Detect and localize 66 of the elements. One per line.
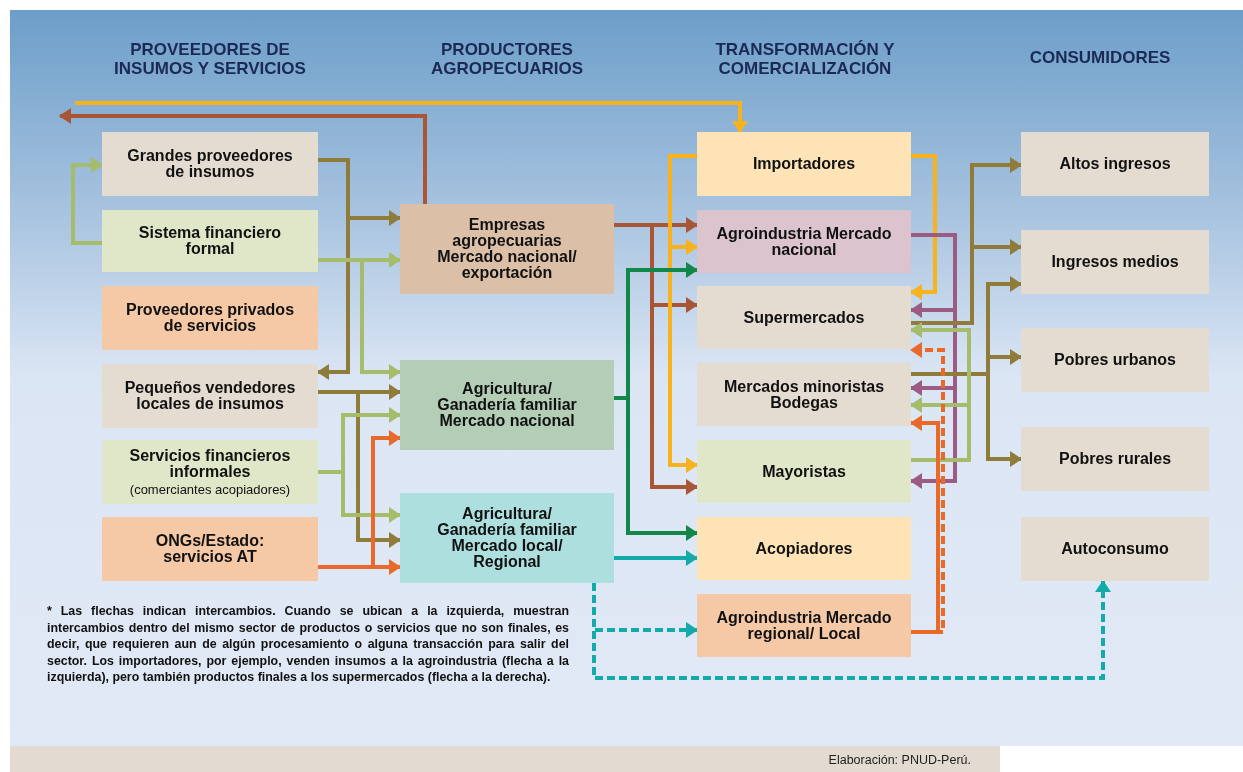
process-box [1021,230,1209,294]
process-box [697,132,911,196]
arrow [592,580,1111,680]
node-label: Mercados minoristas Bodegas [722,378,886,411]
arrow [910,342,945,634]
process-box [697,440,911,503]
arrow [318,470,401,523]
source-credit: Elaboración: PNUD-Perú. [828,753,971,767]
node-label: Mayoristas [762,463,846,480]
node-label: Proveedores privados de servicios [124,302,296,334]
process-box [697,286,911,349]
process-box [102,440,318,504]
arrow [910,154,937,300]
node-label: Acopiadores [755,540,853,557]
node-label: Agroindustria Mercado regional/ Local [715,609,893,642]
process-box [102,517,318,581]
process-box [1021,328,1209,392]
footnote: * Las flechas indican intercambios. Cuando se ubican a la izquierda, muestran intercambios dentro del mismo sector de productos o servicios que no son finales, es decir, que requieren aun de algún procesamiento o alguna transacción para salir del sector. Los importadores, por ejemplo, venden insumos a la agroindustria (flecha a la izquierda), pero también productos finales a los supermercados (flecha a la derecha). [47,603,569,686]
arrow [910,233,957,489]
arrow [911,239,1022,325]
node-label: Ingresos medios [1051,254,1179,270]
arrow [614,550,698,566]
process-box [400,493,614,583]
node-label: Agricultura/ Ganadería familiar Mercado local/ Regional [436,506,578,570]
arrow [911,372,1022,467]
node-label: Pobres rurales [1058,451,1172,467]
process-box [102,286,318,350]
node-label: Autoconsumo [1061,541,1169,557]
column-heading: PROVEEDORES DE INSUMOS Y SERVICIOS [113,40,307,78]
process-box [697,517,911,580]
process-box [102,132,318,196]
node-label: Pequeños vendedores locales de insumos [124,380,296,412]
node-label: Agricultura/ Ganadería familiar Mercado nacional [436,381,578,429]
node-label: Importadores [752,156,856,172]
node-label: Altos ingresos [1059,156,1171,172]
process-box [697,210,911,273]
process-box [1021,132,1209,196]
node-label: Sistema financiero formal [137,225,283,257]
node-label: Servicios financieros informales [128,447,292,480]
process-box [697,594,911,657]
arrow [75,101,748,133]
process-box [1021,517,1209,581]
process-box [102,210,318,272]
process-box [400,204,614,294]
arrow [910,415,940,634]
arrow [318,258,401,380]
arrow [318,430,401,569]
process-box [102,364,318,428]
node-label: Pobres urbanos [1054,352,1176,368]
process-box [697,363,911,426]
arrow [318,390,401,548]
arrow [668,154,698,473]
node-label: ONGs/Estado: servicios AT [154,533,266,565]
column-heading: PRODUCTORES AGROPECUARIOS [429,40,585,78]
node-note: (comerciantes acopiadores) [129,481,291,497]
node-label: Grandes proveedores de insumos [126,148,294,180]
node-label: Agroindustria Mercado nacional [715,225,893,258]
node-label: Empresas agropecuarias Mercado nacional/ exportación [436,217,578,281]
column-heading: CONSUMIDORES [1028,48,1172,67]
arrow [71,157,103,245]
node-label: Supermercados [743,309,865,326]
process-box [400,360,614,450]
column-heading: TRANSFORMACIÓN Y COMERCIALIZACIÓN [714,40,896,78]
process-box [1021,427,1209,491]
arrow [59,108,427,204]
arrow [910,397,971,462]
